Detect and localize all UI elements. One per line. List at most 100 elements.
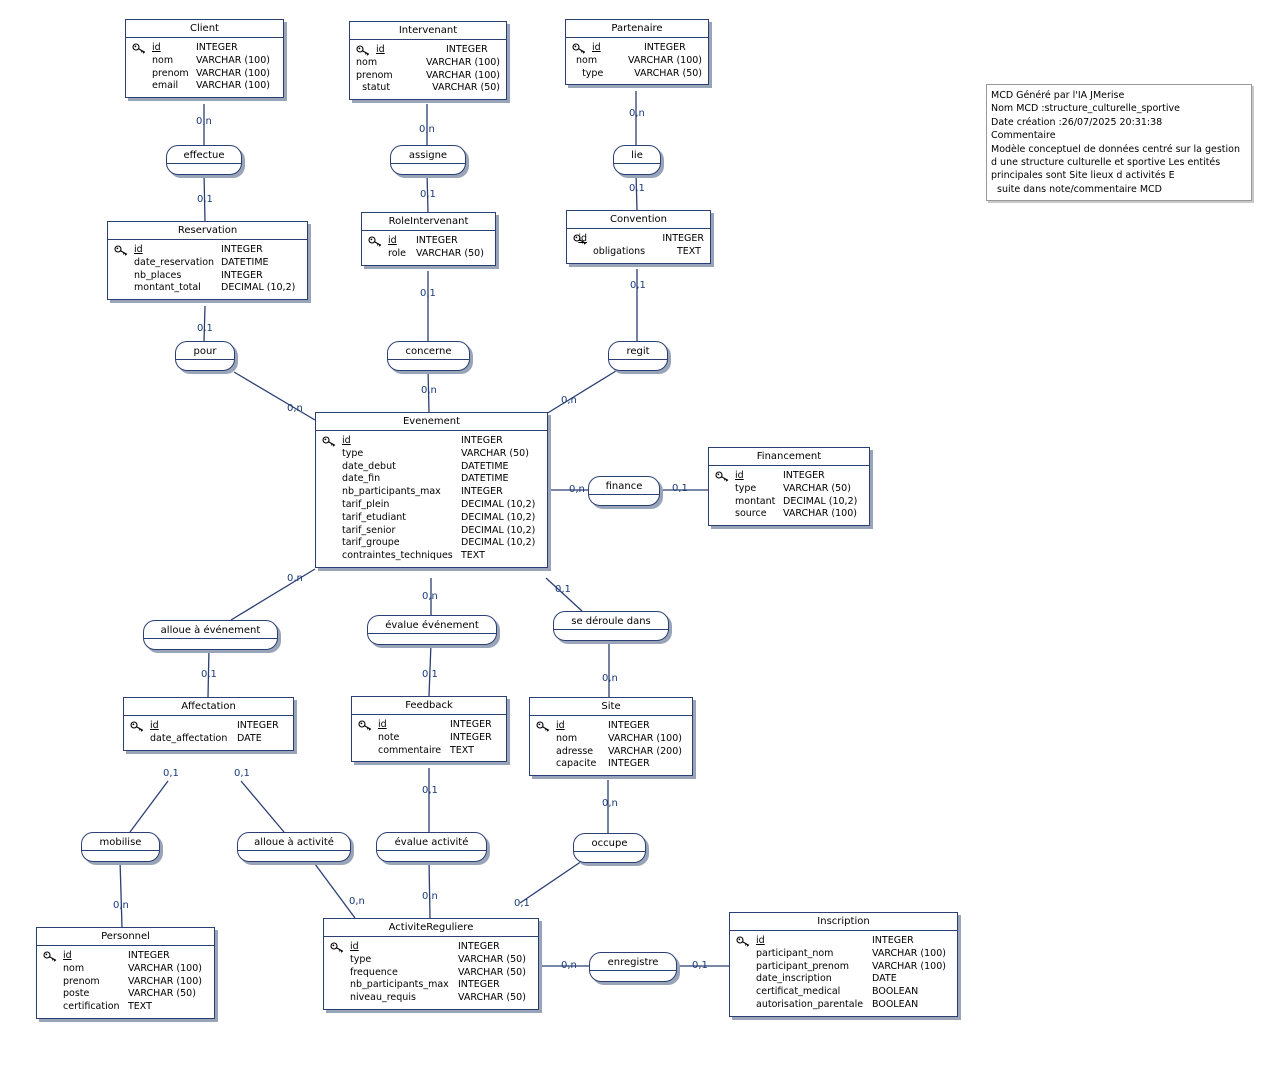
primary-key-icon	[356, 45, 370, 56]
link-line-activitereguliere-evalue-act	[428, 859, 431, 919]
attribute-type: INTEGER	[450, 719, 492, 730]
relation-regit[interactable]: regit	[608, 341, 668, 371]
attribute-name: prenom	[152, 67, 189, 79]
relation-lie[interactable]: lie	[613, 145, 661, 175]
entity-title: Site	[530, 698, 692, 716]
cardinality-label: 0,n	[629, 108, 645, 119]
attribute-name: nb_participants_max	[350, 979, 449, 991]
attribute-name: tarif_senior	[342, 524, 396, 536]
attribute-name: id	[756, 935, 765, 946]
note-line: principales sont Site lieux d activités …	[991, 170, 1175, 182]
key-slot	[322, 486, 342, 499]
relation-assigne[interactable]: assigne	[390, 145, 466, 175]
key-slot	[132, 55, 152, 68]
cardinality-label: 0,1	[629, 183, 645, 194]
attribute-type: DECIMAL (10,2)	[461, 511, 536, 523]
key-slot	[330, 967, 350, 980]
cardinality-label: 0,1	[420, 288, 436, 299]
primary-key-icon	[330, 942, 344, 953]
cardinality-label: 0,1	[197, 323, 213, 334]
relation-evalue-act[interactable]: évalue activité	[376, 832, 487, 862]
note-line: Date création :26/07/2025 20:31:38	[991, 116, 1163, 128]
attribute-type: INTEGER	[237, 720, 279, 731]
note-line: MCD Généré par l'IA JMerise	[991, 90, 1125, 101]
attribute-type: DATE	[237, 732, 262, 744]
key-slot	[43, 1001, 63, 1014]
attribute-type: DECIMAL (10,2)	[461, 537, 536, 549]
relation-deroule[interactable]: se déroule dans	[553, 611, 669, 641]
relation-alloue-evt[interactable]: alloue à événement	[143, 620, 278, 650]
attribute-name: id	[376, 44, 385, 55]
attribute-type: INTEGER	[128, 950, 170, 961]
key-slot	[356, 82, 362, 95]
attribute-name: id	[63, 950, 72, 961]
key-slot	[322, 461, 342, 474]
relation-finance[interactable]: finance	[588, 476, 660, 506]
attribute-name: nom	[152, 54, 174, 66]
relation-label: alloue à événement	[144, 624, 277, 639]
cardinality-label: 0,1	[197, 194, 213, 205]
attribute-name: email	[152, 80, 179, 92]
relation-enregistre[interactable]: enregistre	[589, 952, 677, 982]
attribute-name: id	[592, 42, 601, 53]
attribute-type: VARCHAR (50)	[128, 988, 196, 1000]
attribute-name: type	[350, 953, 372, 965]
attribute-type: DATETIME	[461, 460, 509, 472]
relation-evalue-evt[interactable]: évalue événement	[367, 615, 497, 645]
relation-concerne[interactable]: concerne	[387, 341, 470, 371]
key-slot	[322, 448, 342, 461]
attribute-type: INTEGER	[221, 244, 263, 255]
key-slot	[715, 508, 735, 521]
attribute-type: VARCHAR (200)	[608, 745, 682, 757]
attribute-type: VARCHAR (100)	[128, 962, 202, 974]
relation-occupe[interactable]: occupe	[573, 833, 646, 863]
relation-label: mobilise	[82, 836, 159, 851]
attribute-name: certification	[63, 1001, 120, 1013]
relation-mobilise[interactable]: mobilise	[81, 832, 160, 862]
relation-label: concerne	[388, 345, 469, 360]
attribute-name: id	[735, 470, 744, 481]
link-line-activitereguliere-alloue-act	[311, 859, 356, 919]
relation-label: occupe	[574, 837, 645, 852]
key-slot	[130, 733, 150, 746]
key-slot	[536, 746, 556, 759]
relation-alloue-act[interactable]: alloue à activité	[237, 832, 351, 862]
attribute-type: VARCHAR (50)	[783, 482, 851, 494]
relation-effectue[interactable]: effectue	[166, 145, 242, 175]
relation-label: regit	[609, 345, 667, 360]
key-slot	[114, 257, 134, 270]
attribute-name: nb_places	[134, 269, 182, 281]
key-slot	[736, 973, 756, 986]
key-slot	[736, 999, 756, 1012]
cardinality-label: 0,1	[422, 785, 438, 796]
key-slot	[356, 44, 376, 57]
attribute-type: INTEGER	[446, 44, 488, 55]
attribute-name: id	[556, 720, 565, 731]
attribute-name: frequence	[350, 966, 398, 978]
attribute-type: DATE	[872, 973, 897, 985]
relation-pour[interactable]: pour	[175, 341, 235, 371]
primary-key-icon	[43, 951, 57, 962]
cardinality-label: 0,n	[349, 896, 365, 907]
